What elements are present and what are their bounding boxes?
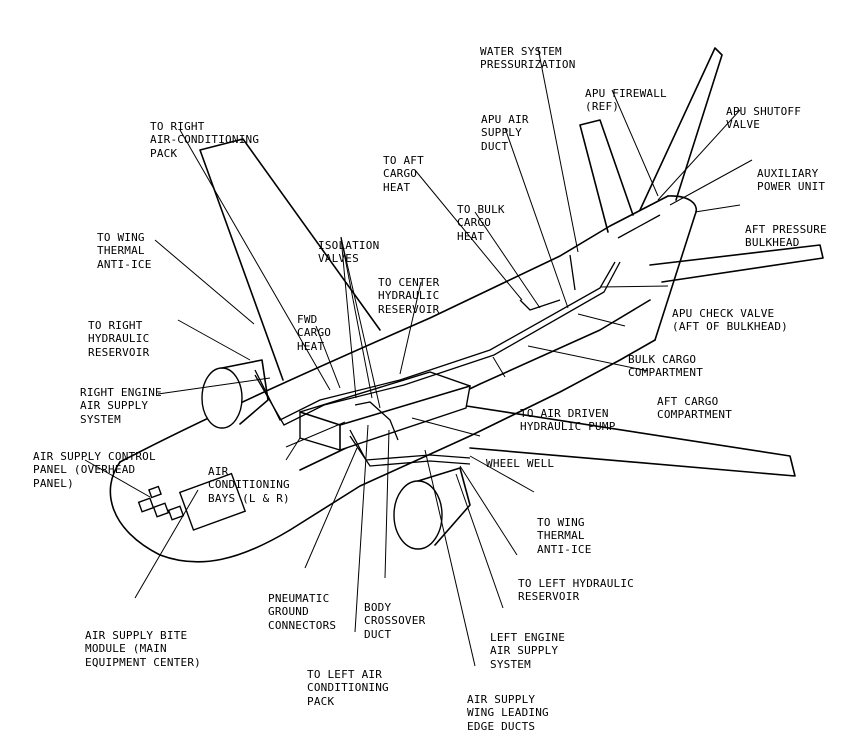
aircraft-air-supply-diagram [84,47,824,667]
cockpit-equipment [137,472,247,531]
left-engine [393,467,471,550]
leader-lines [84,47,753,667]
label-apu-check-valve: APU CHECK VALVE(AFT OF BULKHEAD) [672,306,788,334]
air-ducts [254,214,661,467]
label-apu-firewall: APU FIREWALL(REF) [585,86,667,114]
label-wheel-well: WHEEL WELL [486,456,555,470]
